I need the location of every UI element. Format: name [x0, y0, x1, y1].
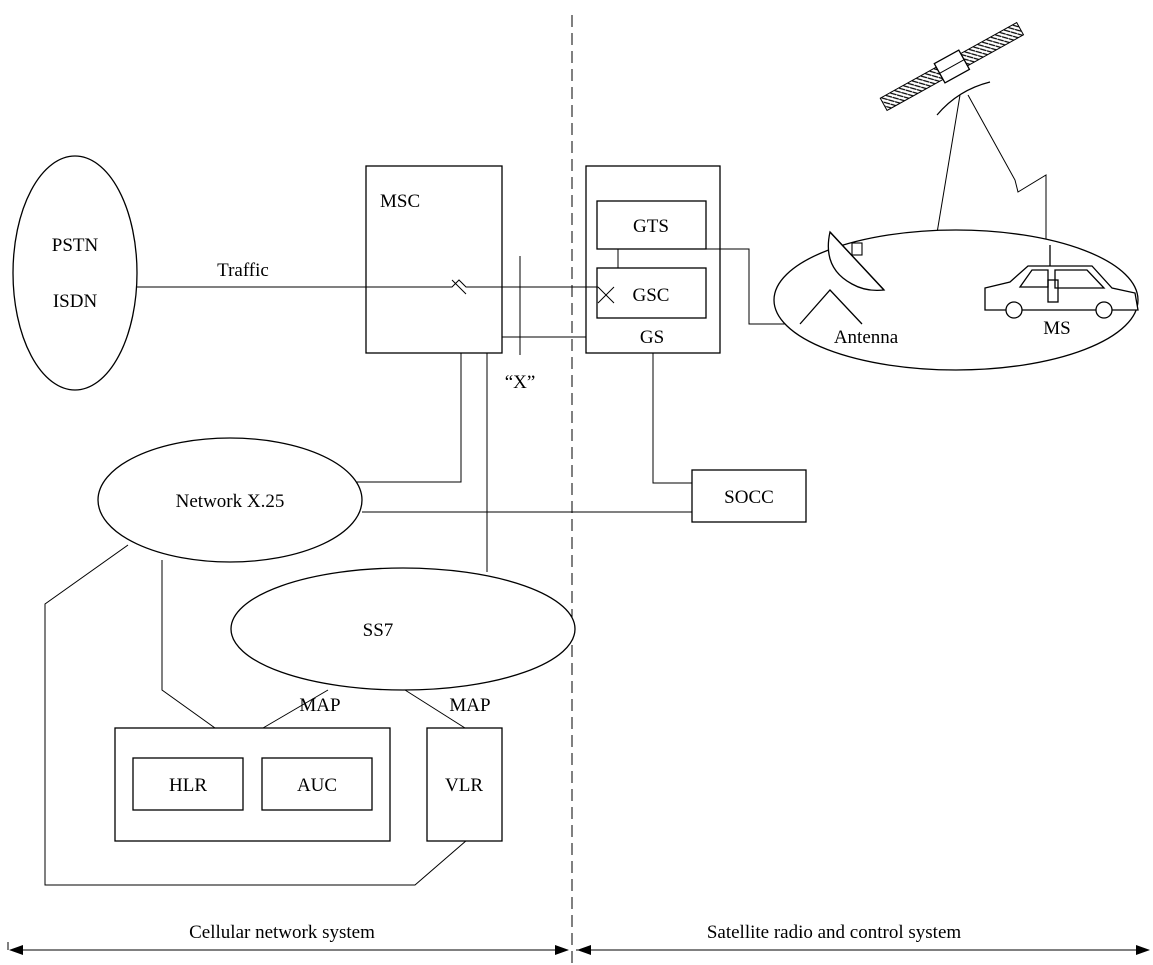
- ms-label: MS: [1043, 318, 1070, 339]
- map-label-left: MAP: [299, 695, 340, 716]
- cellular-system-label: Cellular network system: [189, 922, 375, 943]
- gsc-label: GSC: [633, 285, 670, 306]
- dish-antenna-icon: [799, 230, 886, 325]
- ss7-ellipse: [230, 567, 576, 691]
- gts-label: GTS: [633, 216, 669, 237]
- connection-lines: [44, 94, 1051, 886]
- gsc-box: [596, 267, 707, 319]
- system-extent-arrows: [7, 942, 1150, 955]
- ss7-label: SS7: [363, 620, 394, 641]
- auc-box: [261, 757, 373, 811]
- isdn-label: ISDN: [53, 291, 98, 312]
- msc-label: MSC: [380, 191, 420, 212]
- satellite-icon: [879, 21, 1025, 116]
- x-interface-label: “X”: [505, 372, 536, 393]
- vlr-label: VLR: [445, 775, 483, 796]
- car-icon: [984, 245, 1139, 319]
- network-x25-label: Network X.25: [176, 491, 285, 512]
- gs-box: [585, 165, 721, 354]
- vlr-box: [426, 727, 503, 842]
- gts-box: [596, 200, 707, 250]
- pstn-isdn-ellipse: [12, 155, 138, 391]
- gs-label: GS: [640, 327, 664, 348]
- traffic-label: Traffic: [217, 260, 269, 281]
- auc-label: AUC: [297, 775, 337, 796]
- ground-segment-ellipse: [773, 229, 1139, 371]
- socc-label: SOCC: [724, 487, 774, 508]
- network-x25-ellipse: [97, 437, 363, 563]
- satellite-system-label: Satellite radio and control system: [707, 922, 962, 943]
- socc-box: [691, 469, 807, 523]
- hlr-label: HLR: [169, 775, 207, 796]
- hlr-box: [132, 757, 244, 811]
- map-label-right: MAP: [449, 695, 490, 716]
- pstn-label: PSTN: [52, 235, 99, 256]
- msc-box: [365, 165, 503, 354]
- antenna-label: Antenna: [834, 327, 899, 348]
